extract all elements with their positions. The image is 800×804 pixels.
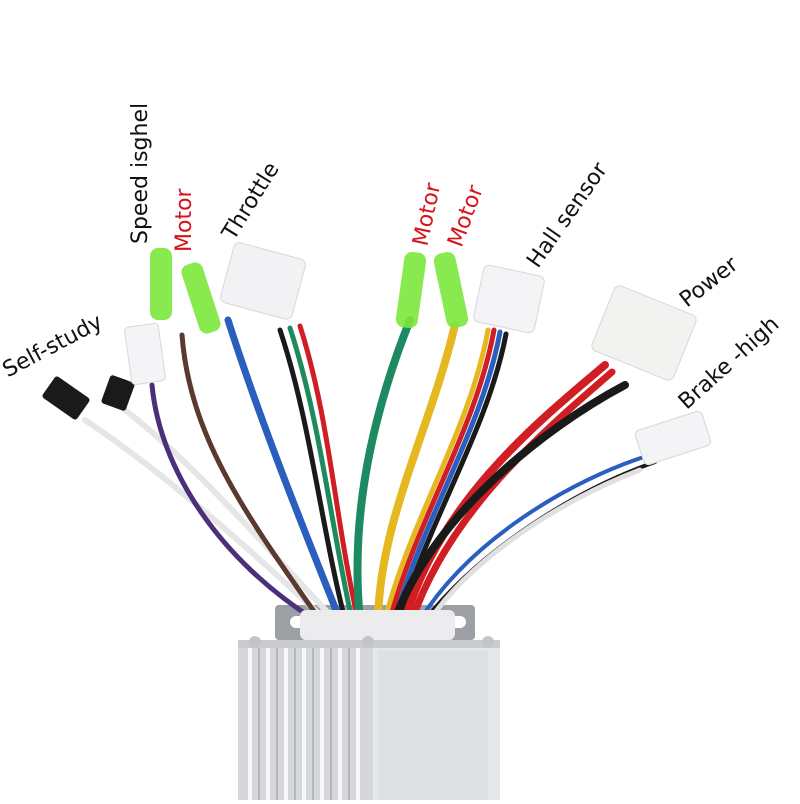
self-study-connector-icon (42, 375, 135, 420)
label-speed-signal: Speed isghel (128, 102, 153, 244)
motor-1-connector-icon (150, 248, 172, 320)
label-motor-1: Motor (172, 188, 197, 252)
controller-housing (238, 610, 500, 800)
speed-signal-connector-icon (124, 322, 166, 386)
hall-sensor-connector-icon (473, 264, 545, 334)
motor-3-connector-icon (433, 252, 469, 328)
wire-bundle (82, 316, 657, 624)
power-connector-icon (591, 285, 697, 381)
connectors (42, 242, 712, 466)
brake-connector-icon (634, 410, 712, 466)
motor-throttle-green-connector-icon (181, 262, 221, 334)
motor-2-connector-icon (395, 251, 427, 329)
throttle-connector-icon (220, 242, 306, 320)
